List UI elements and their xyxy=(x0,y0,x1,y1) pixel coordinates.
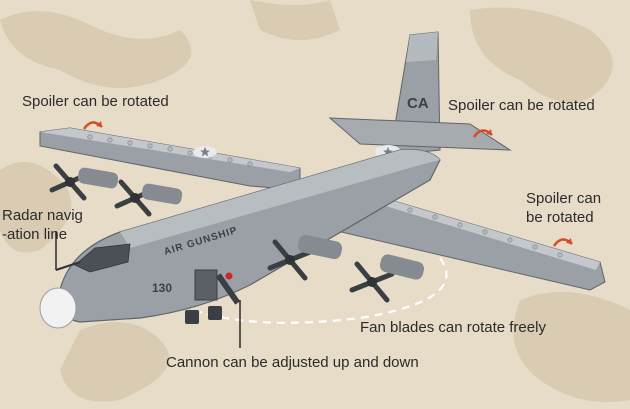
callout-fan-blades: Fan blades can rotate freely xyxy=(360,319,546,336)
tail-code: CA xyxy=(407,95,429,112)
rotation-path-dashed xyxy=(199,257,448,324)
horizontal-stabilizer xyxy=(328,117,512,151)
callout-spoiler-right: Spoiler can be rotated xyxy=(448,97,595,114)
callout-spoiler-wing-line1: Spoiler can xyxy=(526,190,602,207)
rotate-arrow-icon xyxy=(552,238,573,247)
cockpit-windows xyxy=(74,243,131,273)
propeller-right-outer xyxy=(349,261,395,303)
rotate-arrow-icon xyxy=(82,121,103,130)
callout-radar: Radar navig -ation line xyxy=(2,206,83,244)
rotate-arrow-icon xyxy=(472,129,493,138)
callout-spoiler-wing: Spoiler can be rotated xyxy=(526,189,601,227)
cannon xyxy=(215,273,241,305)
callout-spoiler-left: Spoiler can be rotated xyxy=(22,93,169,110)
propeller-right-inner xyxy=(267,239,313,281)
radar-antenna xyxy=(55,261,81,271)
star-roundel-icon xyxy=(193,146,217,158)
fuselage xyxy=(58,149,441,323)
aircraft-model: CA AIR GUNSHIP 130 xyxy=(39,31,606,329)
callout-spoiler-wing-line2: be rotated xyxy=(526,209,594,226)
callout-radar-line2: -ation line xyxy=(2,226,68,243)
side-door xyxy=(194,269,218,301)
callout-radar-line1: Radar navig xyxy=(2,207,83,224)
callout-cannon: Cannon can be adjusted up and down xyxy=(166,354,419,371)
side-number: 130 xyxy=(152,281,172,295)
nose-cone xyxy=(39,287,77,329)
